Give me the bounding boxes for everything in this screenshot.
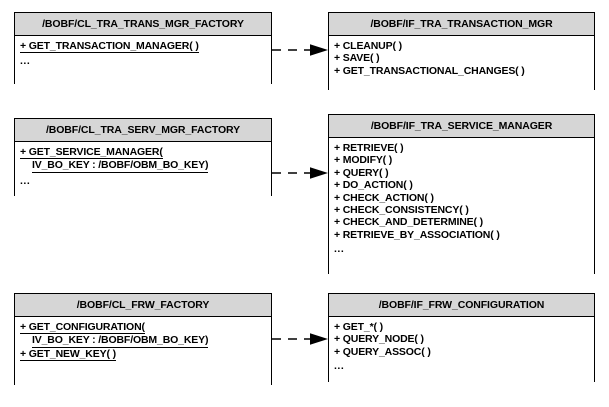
members-ellipsis: ... (20, 174, 31, 187)
member-row: + QUERY_ASSOC( ) (334, 345, 431, 358)
interface-name-header: /BOBF/IF_FRW_CONFIGURATION (329, 294, 594, 317)
interface-name-header: /BOBF/IF_TRA_SERVICE_MANAGER (329, 115, 594, 138)
class-members: + GET_SERVICE_MANAGER(IV_BO_KEY : /BOBF/… (15, 142, 271, 196)
dependency-arrow-row-3 (272, 332, 328, 346)
class-members: + GET_TRANSACTION_MANAGER( ) ... (15, 36, 271, 84)
dependency-arrow-row-2 (272, 166, 328, 180)
class-members: + GET_CONFIGURATION(IV_BO_KEY : /BOBF/OB… (15, 317, 271, 385)
member-row: + CHECK_CONSISTENCY( ) (334, 204, 469, 217)
member-row: + SAVE( ) (334, 52, 380, 65)
class-box-cl-frw-factory[interactable]: /BOBF/CL_FRW_FACTORY + GET_CONFIGURATION… (14, 293, 272, 385)
interface-name-header: /BOBF/IF_TRA_TRANSACTION_MGR (329, 13, 594, 36)
interface-members: + RETRIEVE( ) + MODIFY( ) + QUERY( ) + D… (329, 138, 594, 274)
arrowhead (310, 167, 328, 179)
member-row: + QUERY( ) (334, 166, 389, 179)
member-row: + CLEANUP( ) (334, 40, 402, 52)
class-name-header: /BOBF/CL_TRA_TRANS_MGR_FACTORY (15, 13, 271, 36)
class-name-header: /BOBF/CL_FRW_FACTORY (15, 294, 271, 317)
interface-members: + CLEANUP( ) + SAVE( ) + GET_TRANSACTION… (329, 36, 594, 90)
member-row: + MODIFY( ) (334, 154, 393, 167)
interface-members: + GET_*( ) + QUERY_NODE( ) + QUERY_ASSOC… (329, 317, 594, 382)
member-row: + RETRIEVE( ) (334, 142, 404, 154)
arrowhead (310, 44, 328, 56)
arrowhead (310, 333, 328, 345)
member-row: + CHECK_AND_DETERMINE( ) (334, 216, 483, 229)
class-box-cl-tra-serv-mgr-factory[interactable]: /BOBF/CL_TRA_SERV_MGR_FACTORY + GET_SERV… (14, 118, 272, 196)
member-row: + GET_TRANSACTIONAL_CHANGES( ) (334, 64, 525, 77)
member-row: + RETRIEVE_BY_ASSOCIATION( ) (334, 228, 500, 241)
members-ellipsis: ... (334, 360, 345, 373)
member-row: + GET_TRANSACTION_MANAGER( ) (20, 40, 199, 54)
interface-box-if-frw-configuration[interactable]: /BOBF/IF_FRW_CONFIGURATION + GET_*( ) + … (328, 293, 595, 382)
class-name-header: /BOBF/CL_TRA_SERV_MGR_FACTORY (15, 119, 271, 142)
member-row: + GET_CONFIGURATION(IV_BO_KEY : /BOBF/OB… (20, 321, 209, 348)
interface-box-if-tra-service-manager[interactable]: /BOBF/IF_TRA_SERVICE_MANAGER + RETRIEVE(… (328, 114, 595, 274)
class-box-cl-tra-trans-mgr-factory[interactable]: /BOBF/CL_TRA_TRANS_MGR_FACTORY + GET_TRA… (14, 12, 272, 84)
dependency-arrow-row-1 (272, 43, 328, 57)
member-row: + GET_NEW_KEY( ) (20, 347, 116, 362)
member-row: + GET_*( ) (334, 321, 383, 333)
member-row: + GET_SERVICE_MANAGER(IV_BO_KEY : /BOBF/… (20, 146, 209, 173)
member-row: + DO_ACTION( ) (334, 179, 413, 192)
members-ellipsis: ... (334, 243, 345, 256)
interface-box-if-tra-transaction-mgr[interactable]: /BOBF/IF_TRA_TRANSACTION_MGR + CLEANUP( … (328, 12, 595, 90)
members-ellipsis: ... (20, 55, 31, 68)
member-row: + CHECK_ACTION( ) (334, 191, 434, 204)
member-row: + QUERY_NODE( ) (334, 333, 424, 346)
